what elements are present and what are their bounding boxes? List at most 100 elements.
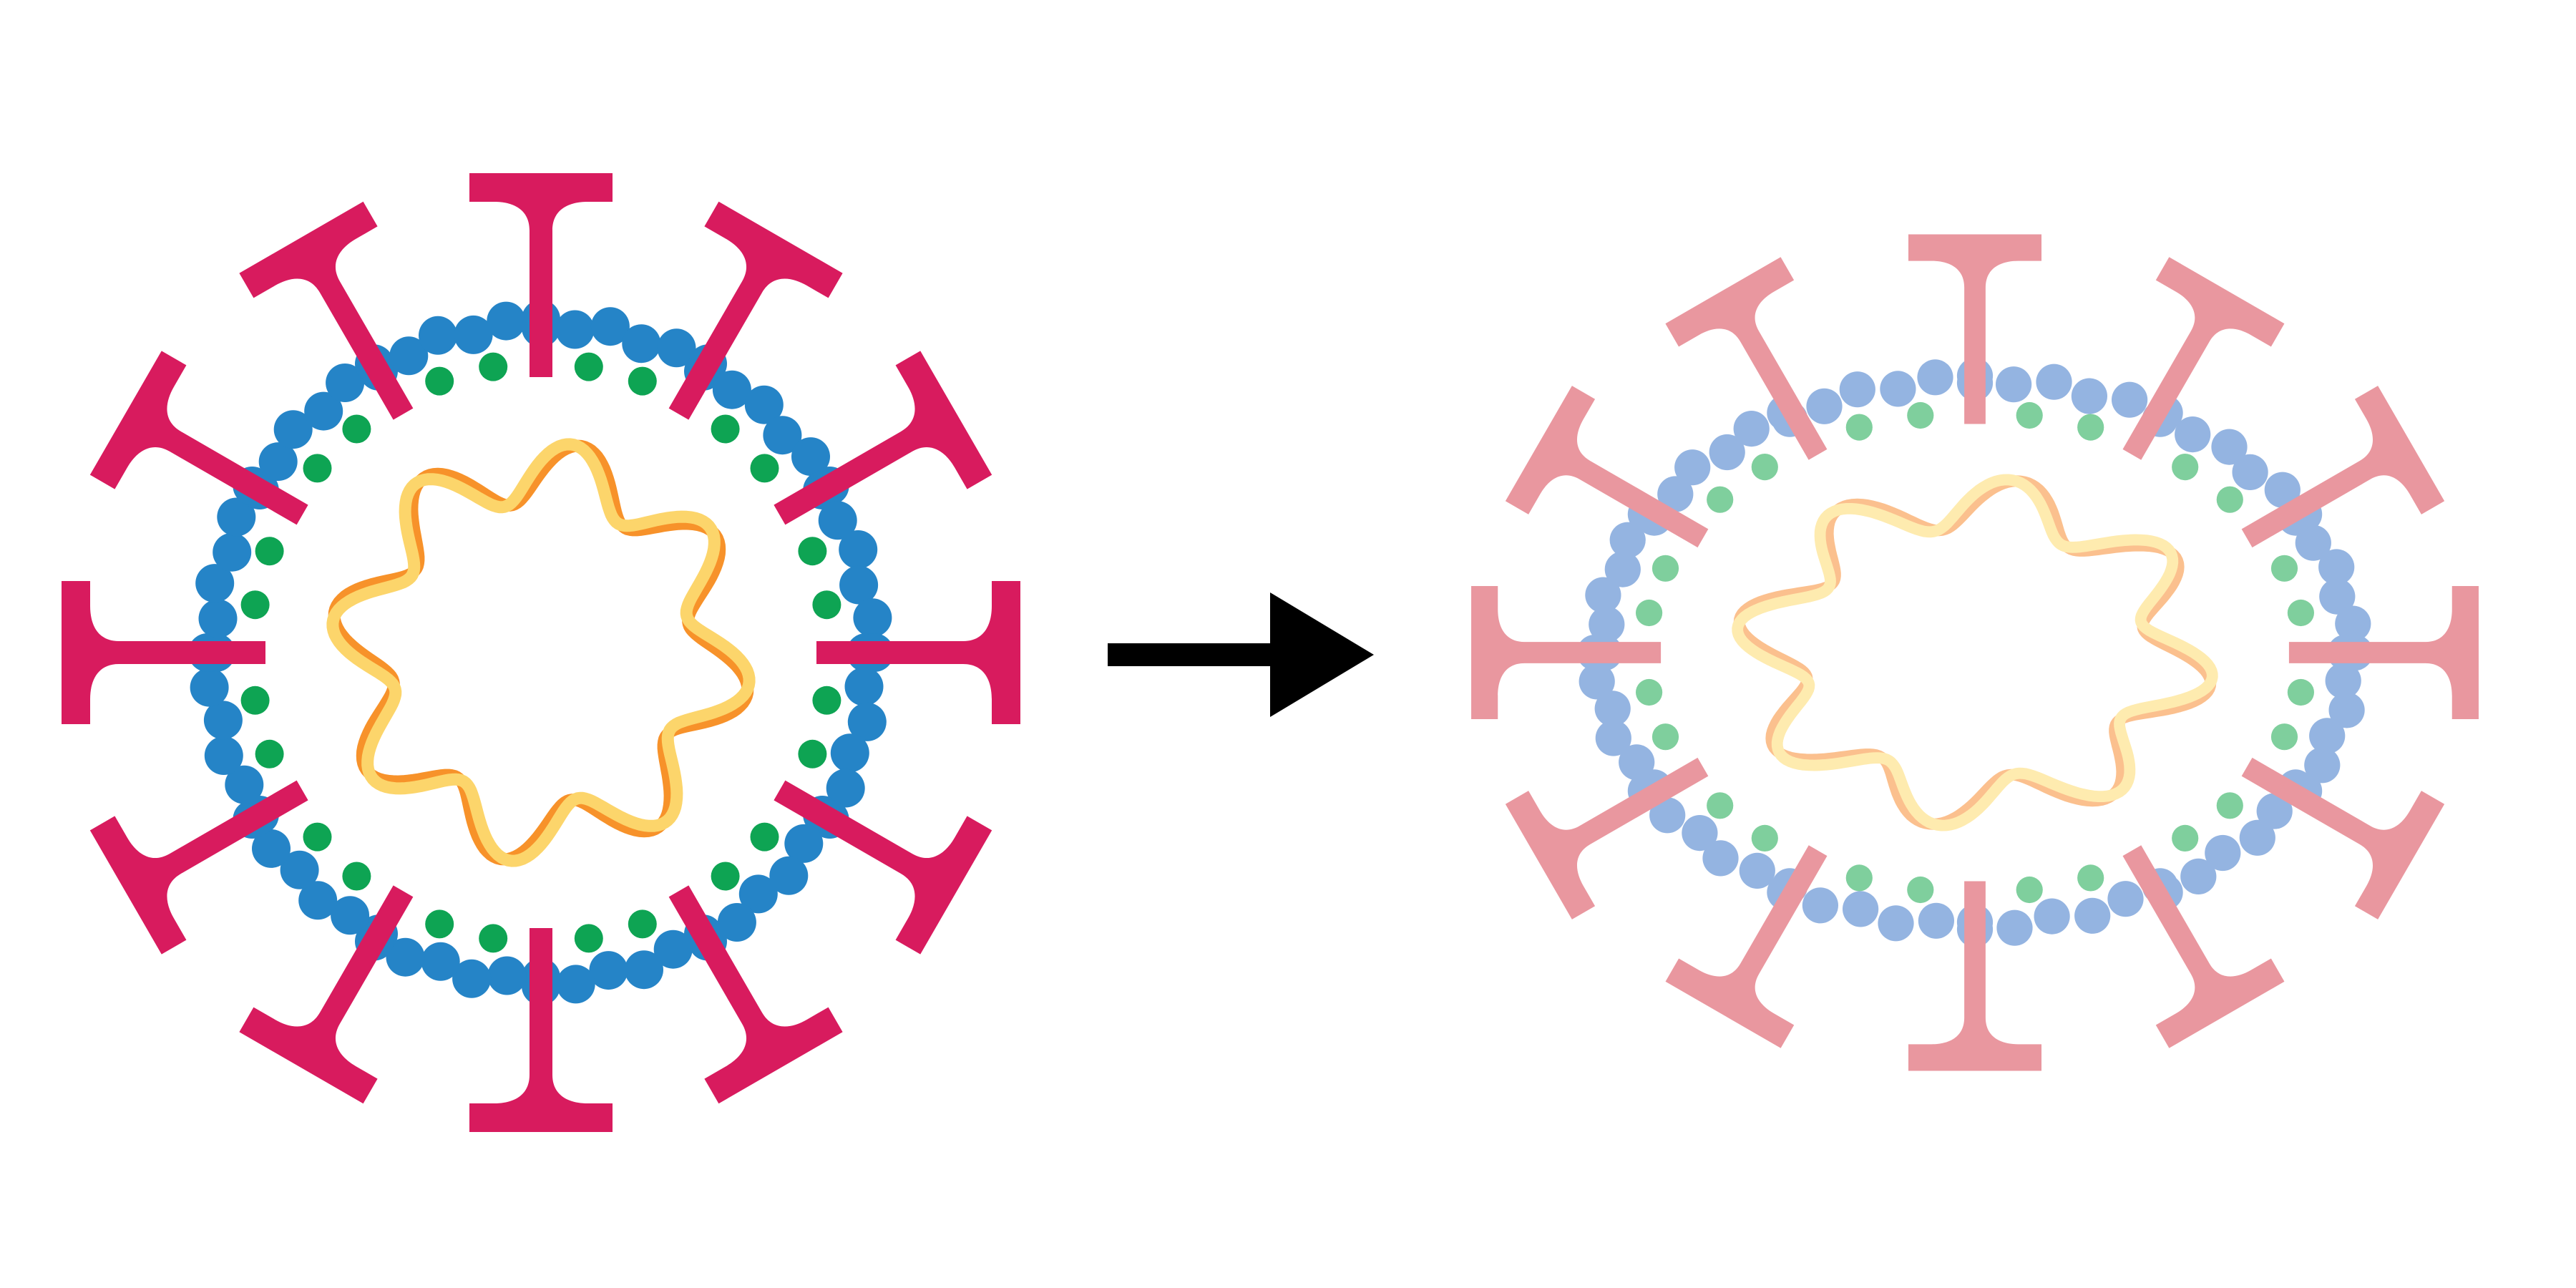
membrane-protein-dot (1839, 371, 1875, 408)
membrane-protein-dot (2175, 416, 2211, 453)
envelope-protein-dot (255, 739, 284, 769)
spike-protein (2241, 757, 2445, 919)
spike-protein (469, 928, 613, 1132)
envelope-protein-dot (750, 454, 779, 483)
membrane-protein-dot (589, 951, 628, 990)
membrane-protein-dot (1733, 410, 1770, 447)
membrane-protein-dot (252, 829, 291, 868)
envelope-protein-dot (2216, 486, 2243, 513)
spike-protein (1505, 386, 1709, 548)
membrane-protein-dot (1589, 606, 1625, 643)
envelope-protein-dot (425, 366, 454, 396)
membrane-protein-dot (190, 668, 229, 707)
envelope-protein-dot (2016, 876, 2043, 904)
membrane-protein-dot (2239, 819, 2275, 856)
envelope-protein-dot (2287, 678, 2314, 706)
transformation-arrow (1108, 592, 1374, 717)
membrane-protein-dot (1579, 663, 1615, 700)
envelope-protein-dot (2172, 454, 2199, 481)
envelope-protein-dot (1652, 555, 1679, 582)
spike-protein (816, 581, 1020, 724)
membrane-protein-dot (844, 667, 884, 706)
membrane-protein-dot (657, 328, 696, 368)
membrane-protein-dot (738, 874, 778, 914)
membrane-protein-dot (1918, 902, 1955, 939)
envelope-protein-dot (342, 414, 371, 444)
membrane-protein-dot (258, 442, 298, 482)
membrane-protein-dot (2328, 692, 2365, 728)
envelope-protein-dot (2270, 723, 2298, 751)
membrane-protein-dot (769, 856, 809, 895)
virus-particle-intact (62, 173, 1020, 1132)
envelope-protein-dot (574, 924, 603, 953)
membrane-protein-dot (204, 736, 243, 775)
membrane-protein-dot (298, 881, 338, 920)
membrane-protein-dot (2211, 429, 2248, 465)
membrane-protein-dot (1709, 434, 1745, 471)
envelope-protein-dot (479, 352, 508, 381)
rna-strand-b (1732, 474, 2218, 831)
envelope-protein-dot (711, 862, 740, 891)
membrane-protein-dot (1702, 840, 1739, 877)
envelope-protein-dot (2077, 414, 2104, 441)
membrane-protein-dot (839, 530, 878, 569)
envelope-protein-dot (1845, 414, 1873, 441)
membrane-protein-dot (2034, 898, 2070, 935)
spike-protein (239, 201, 414, 420)
membrane-protein-dot (625, 950, 663, 990)
rna-strand-b (326, 438, 756, 867)
membrane-protein-dot (1619, 744, 1655, 781)
envelope-protein-dot (1636, 599, 1663, 627)
envelope-protein-dot (303, 454, 332, 483)
envelope-protein-dot (812, 686, 841, 715)
membrane-protein-dot (1657, 476, 1694, 512)
membrane-protein-dot (2180, 858, 2217, 895)
membrane-protein-dot (555, 310, 595, 349)
spike-protein (1665, 845, 1828, 1048)
rna-strand-a (328, 439, 754, 866)
membrane-protein-dot (556, 965, 595, 1004)
membrane-protein-dot (1604, 551, 1641, 587)
membrane-protein-dot (1842, 891, 1879, 927)
arrow-head (1270, 592, 1374, 717)
membrane-protein-dot (273, 410, 313, 449)
membrane-protein-dot (2264, 472, 2301, 508)
spike-protein (668, 201, 843, 420)
membrane-protein-dot (487, 956, 527, 995)
spike-protein (1505, 757, 1709, 919)
membrane-protein-dot (1802, 887, 1839, 924)
spike-protein (774, 351, 992, 525)
membrane-protein-dot (2036, 364, 2072, 400)
membrane-protein-dot (1880, 371, 1916, 407)
envelope-protein-dot (1845, 864, 1873, 892)
membrane-protein-dot (419, 316, 457, 355)
envelope-protein-dot (1707, 792, 1734, 819)
membrane-protein-dot (763, 416, 802, 455)
membrane-protein-dot (1806, 388, 1843, 424)
envelope-protein-dot (255, 537, 284, 566)
membrane-protein-dot (2071, 378, 2108, 414)
spike-protein (239, 885, 414, 1104)
envelope-protein-dot (240, 590, 270, 620)
membrane-protein-dot (1682, 814, 1718, 852)
envelope-protein-dot (1707, 486, 1734, 513)
spike-protein (89, 780, 308, 955)
membrane-protein-dot (203, 701, 243, 740)
envelope-protein-dot (711, 414, 740, 444)
membrane-protein-dot (2325, 663, 2361, 699)
envelope-protein-dot (812, 590, 841, 620)
spike-protein (668, 885, 843, 1104)
membrane-protein-dot (1674, 449, 1711, 486)
spike-protein (774, 780, 992, 955)
membrane-protein-dot (421, 942, 460, 981)
membrane-protein-dot (386, 937, 425, 977)
envelope-protein-dot (1907, 401, 1934, 429)
membrane-protein-dot (331, 896, 370, 935)
membrane-protein-dot (389, 336, 429, 376)
membrane-protein-dot (791, 437, 830, 477)
membrane-protein-dot (304, 391, 343, 431)
membrane-protein-dot (280, 850, 319, 889)
envelope-protein-dot (1652, 723, 1679, 751)
envelope-protein-dot (628, 909, 657, 939)
